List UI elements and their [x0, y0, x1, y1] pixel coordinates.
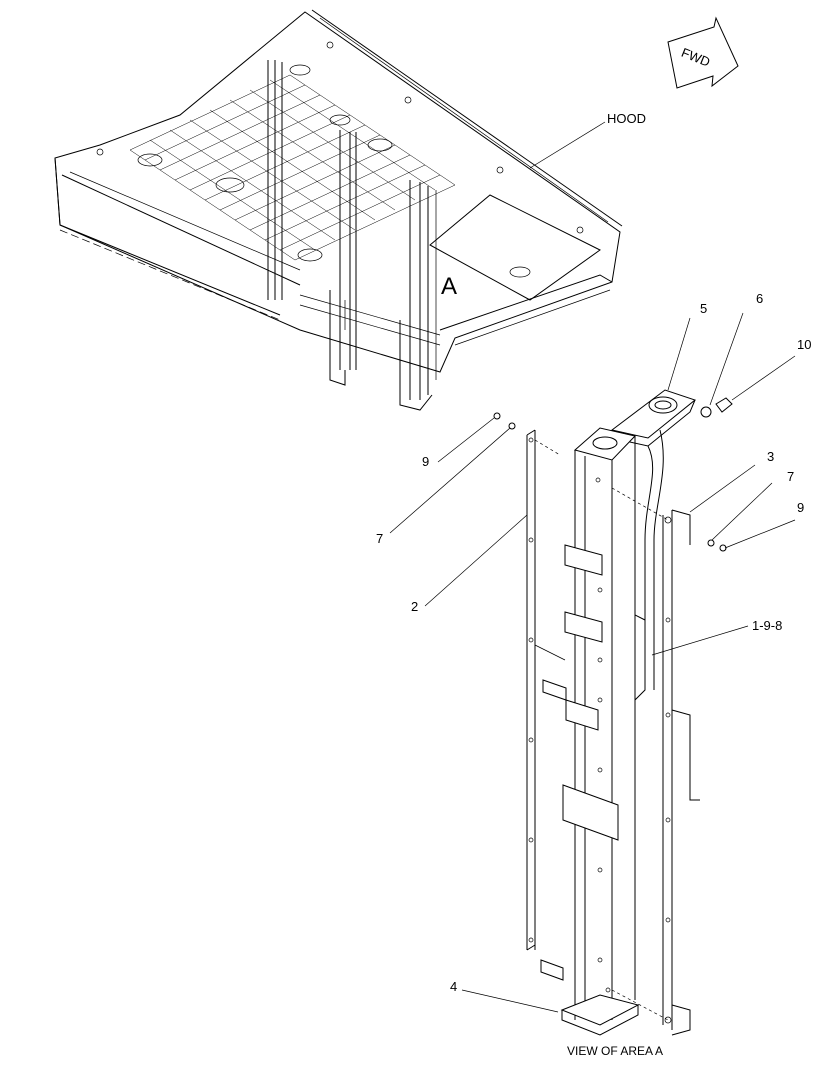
part-1-9-8-label: 1-9-8 [752, 618, 782, 633]
hood-assembly: A HOOD [54, 9, 646, 411]
part-9-label-right: 9 [797, 500, 804, 515]
part-9-label-left: 9 [422, 454, 429, 469]
bolt-9-right [719, 544, 727, 552]
part-7-label-left: 7 [376, 531, 383, 546]
hood-posts [267, 60, 437, 411]
part-4-label: 4 [450, 979, 457, 994]
bolt-10 [715, 397, 733, 413]
part-10-label: 10 [797, 337, 811, 352]
part-3-strip [611, 487, 700, 1036]
fwd-arrow: FWD [667, 16, 739, 89]
view-caption: VIEW OF AREA A [567, 1044, 663, 1058]
fwd-label: FWD [679, 45, 712, 70]
part-5-cap [610, 389, 697, 439]
part-7-label-right: 7 [787, 469, 794, 484]
part-2-strip [526, 429, 566, 951]
hood-label: HOOD [607, 111, 646, 126]
area-a-label: A [441, 273, 457, 300]
washer-7-right [707, 539, 715, 547]
washer-7-left [508, 422, 516, 430]
part-5-label: 5 [700, 301, 707, 316]
area-a-view: 5 6 10 9 7 3 7 9 2 1-9-8 4 VIEW OF AREA … [376, 291, 811, 1058]
part-3-label: 3 [767, 449, 774, 464]
washer-6 [700, 406, 712, 418]
part-6-label: 6 [756, 291, 763, 306]
part-1-column [540, 427, 664, 1036]
hood-leader-line [529, 121, 606, 169]
bolt-9-left [493, 412, 501, 420]
part-2-label: 2 [411, 599, 418, 614]
